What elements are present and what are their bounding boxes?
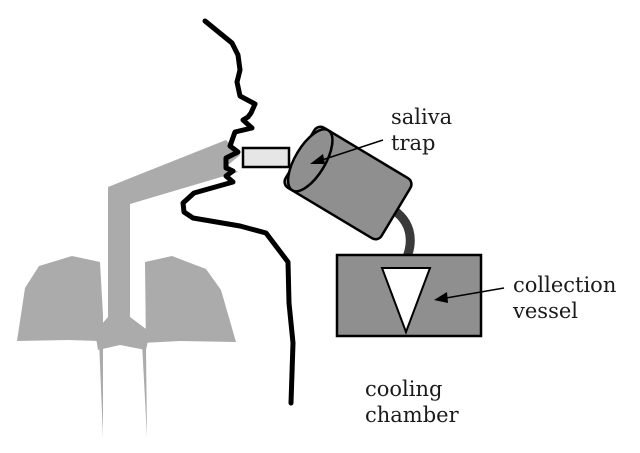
cooling-chamber-label-line-1: cooling bbox=[365, 377, 443, 401]
saliva-trap-device bbox=[283, 125, 413, 241]
collection-vessel-label-line-2: vessel bbox=[513, 299, 578, 323]
collection-vessel-arrow bbox=[434, 287, 505, 303]
oral-airway bbox=[108, 140, 240, 205]
right-lung bbox=[142, 256, 236, 437]
mouthpiece bbox=[241, 146, 291, 169]
cooling-chamber-label: cooling chamber bbox=[365, 376, 459, 428]
saliva-trap-label-line-1: saliva bbox=[391, 105, 453, 129]
trachea-and-bronchi bbox=[95, 187, 150, 350]
face-profile-line bbox=[180, 18, 296, 406]
collection-vessel-label-line-1: collection bbox=[513, 273, 617, 297]
saliva-trap-label-line-2: trap bbox=[391, 131, 436, 155]
cooling-chamber-label-line-2: chamber bbox=[365, 403, 459, 427]
left-lung bbox=[17, 256, 103, 437]
saliva-trap-arrow bbox=[310, 139, 384, 164]
collection-vessel-label: collection vessel bbox=[513, 272, 616, 324]
airway bbox=[17, 140, 240, 437]
saliva-trap-label: saliva trap bbox=[391, 104, 452, 156]
collection-vessel-cone bbox=[380, 267, 432, 335]
